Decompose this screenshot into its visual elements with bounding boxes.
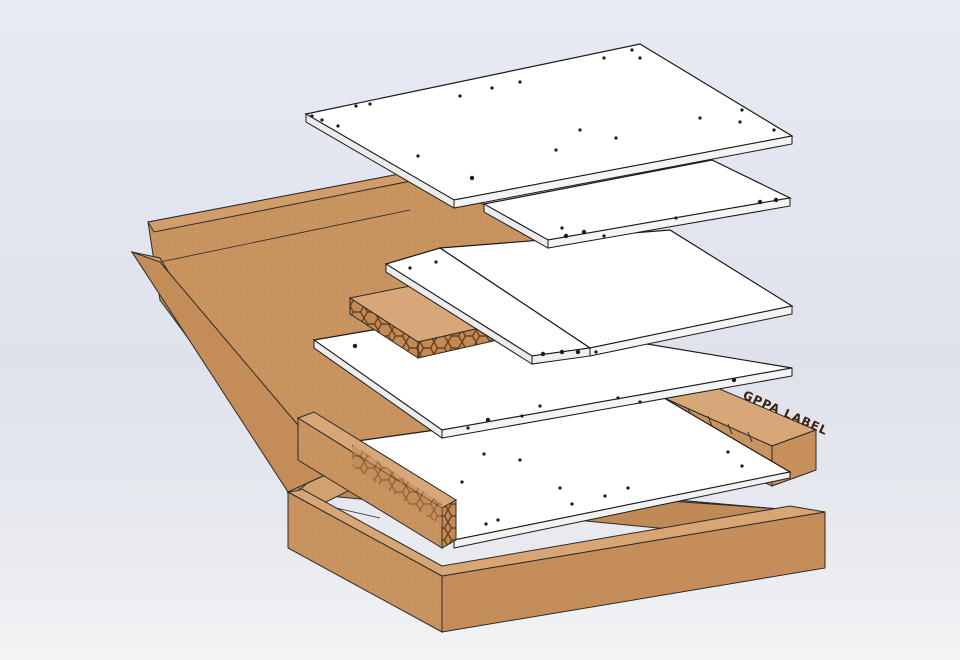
top-panel xyxy=(304,43,794,209)
bottom-panel-edge xyxy=(453,471,791,549)
panel-3-edge-right xyxy=(589,305,793,357)
top-panel-edge-left xyxy=(305,113,455,209)
panel-4-edge-left xyxy=(483,203,549,249)
lid-fold-line xyxy=(159,209,411,263)
honeycomb-spacer-block xyxy=(348,281,500,359)
panel-3 xyxy=(384,229,794,365)
end-cap-left-honeycomb xyxy=(441,499,457,549)
panel-3-edge-left xyxy=(385,263,533,365)
panel-4 xyxy=(482,159,792,249)
panel-4-holes xyxy=(560,197,779,239)
panel-3-holes xyxy=(408,260,598,357)
top-panel-holes xyxy=(310,48,776,181)
bottom-panel-holes xyxy=(460,450,744,526)
box-tray-crease xyxy=(335,507,381,519)
end-cap-left-cells xyxy=(352,444,442,526)
panel-2-edge-right xyxy=(441,367,793,439)
panel-2-holes xyxy=(352,343,737,430)
